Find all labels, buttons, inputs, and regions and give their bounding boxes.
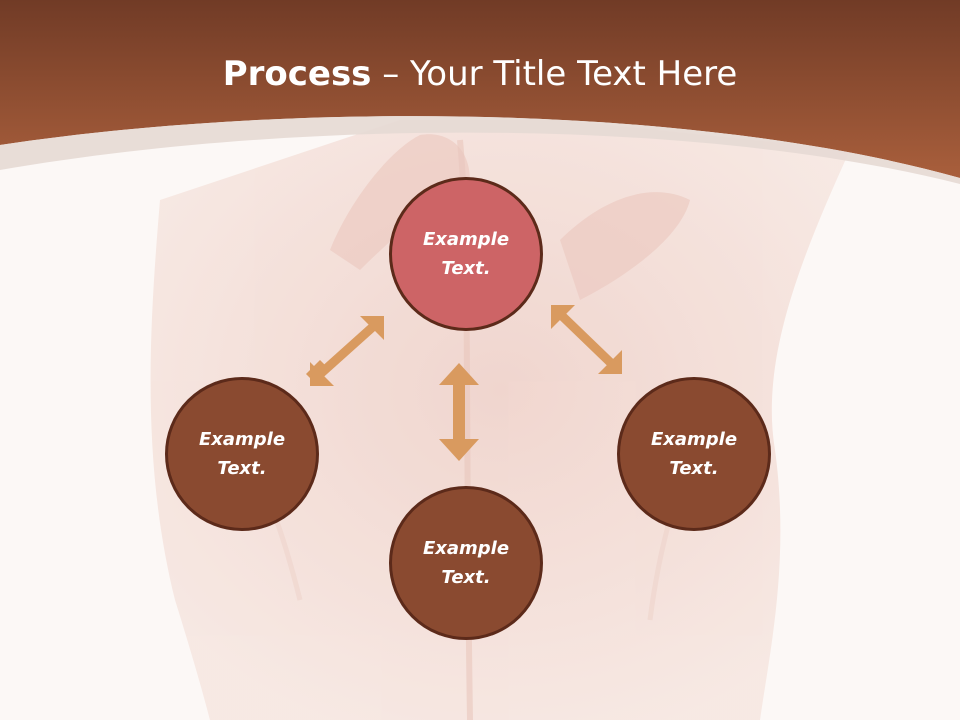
process-node-bottom: Example Text. bbox=[389, 486, 543, 640]
title-bold: Process bbox=[222, 54, 372, 94]
arrow-vertical bbox=[439, 363, 479, 461]
title-rest: – Your Title Text Here bbox=[371, 54, 738, 94]
process-node-right: Example Text. bbox=[617, 377, 771, 531]
header-swoosh bbox=[0, 116, 960, 184]
slide-title: Process – Your Title Text Here bbox=[0, 52, 960, 96]
header-banner bbox=[0, 0, 960, 178]
arrow-top-right bbox=[551, 305, 622, 374]
arrow-top-left bbox=[306, 316, 384, 386]
process-node-left: Example Text. bbox=[165, 377, 319, 531]
process-node-top: Example Text. bbox=[389, 177, 543, 331]
